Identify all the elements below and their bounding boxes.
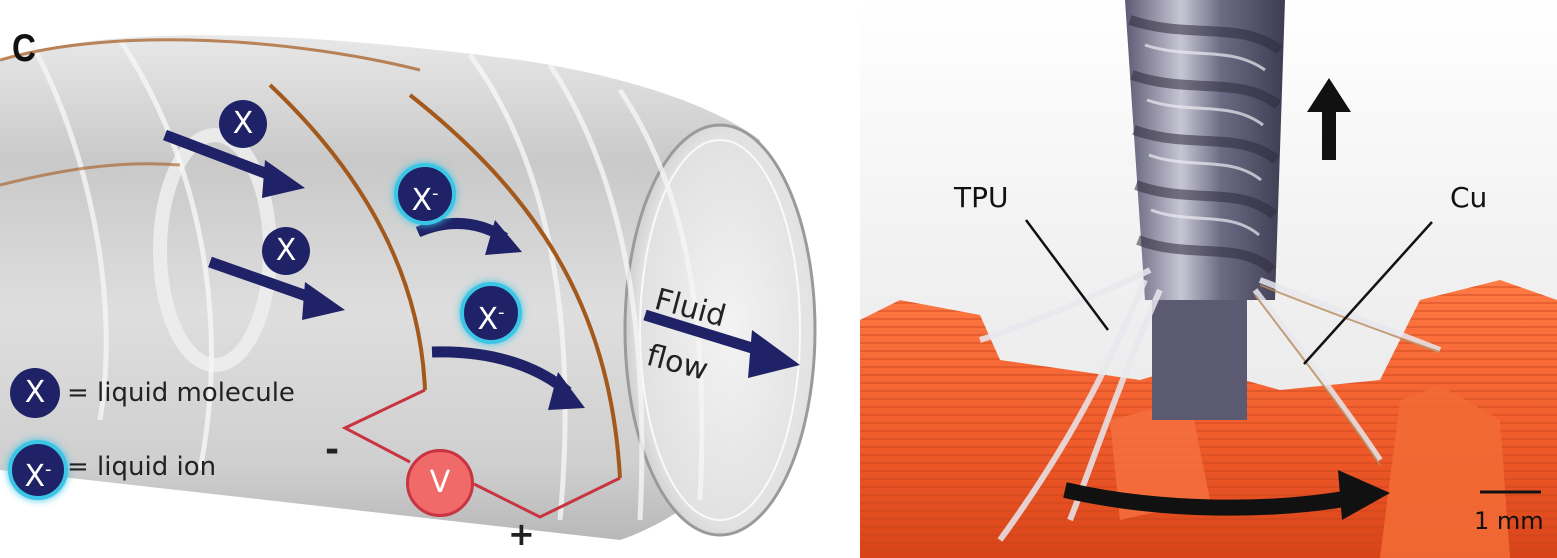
ion-charge: - — [498, 302, 505, 323]
rotation-arrow — [1063, 482, 1352, 516]
molecule-symbol: X — [275, 233, 297, 268]
panel-c-illustration — [0, 35, 817, 540]
copper-wire-left — [268, 83, 427, 391]
scale-bar-label: 1 mm — [1474, 507, 1544, 535]
circuit-wires — [341, 388, 621, 519]
arrow-heads — [262, 160, 800, 410]
legend-molecule-text: = liquid molecule — [67, 378, 295, 408]
plus-terminal-label: + — [508, 515, 535, 553]
ion-marker-1: X- — [394, 163, 456, 225]
tpu-leader-line — [1024, 219, 1110, 331]
tpu-label: TPU — [954, 181, 1009, 214]
ion-symbol: X — [477, 302, 499, 337]
cu-label: Cu — [1450, 181, 1488, 214]
legend-molecule-marker: X — [10, 368, 60, 418]
ion-symbol: X — [24, 459, 46, 494]
tube-opening — [623, 123, 817, 537]
ion-marker-2: X- — [460, 282, 522, 344]
molecule-symbol: X — [232, 106, 254, 141]
molecule-marker-2: X — [262, 227, 310, 275]
minus-terminal-label: - — [325, 430, 340, 470]
panel-d-photo — [860, 0, 1557, 558]
legend-ion-text: = liquid ion — [67, 452, 217, 482]
drill-shank — [1152, 300, 1247, 420]
panel-d: TPU Cu 1 mm D — [860, 0, 1557, 558]
ion-charge: - — [432, 183, 439, 204]
panel-c: X X X- X- Fluid flow V - + X = liquid mo… — [0, 27, 817, 553]
ion-symbol: X — [411, 183, 433, 218]
molecule-marker-1: X — [219, 100, 267, 148]
copper-wire-right — [408, 93, 622, 479]
up-arrow — [1307, 78, 1351, 160]
cu-leader-line — [1303, 221, 1433, 365]
voltmeter-label: V — [429, 465, 451, 500]
panel-c-letter: C — [12, 27, 36, 70]
legend-ion-marker: X- — [8, 440, 68, 500]
ion-charge: - — [45, 459, 52, 480]
voltmeter: V — [406, 449, 474, 517]
molecule-symbol: X — [24, 375, 46, 410]
